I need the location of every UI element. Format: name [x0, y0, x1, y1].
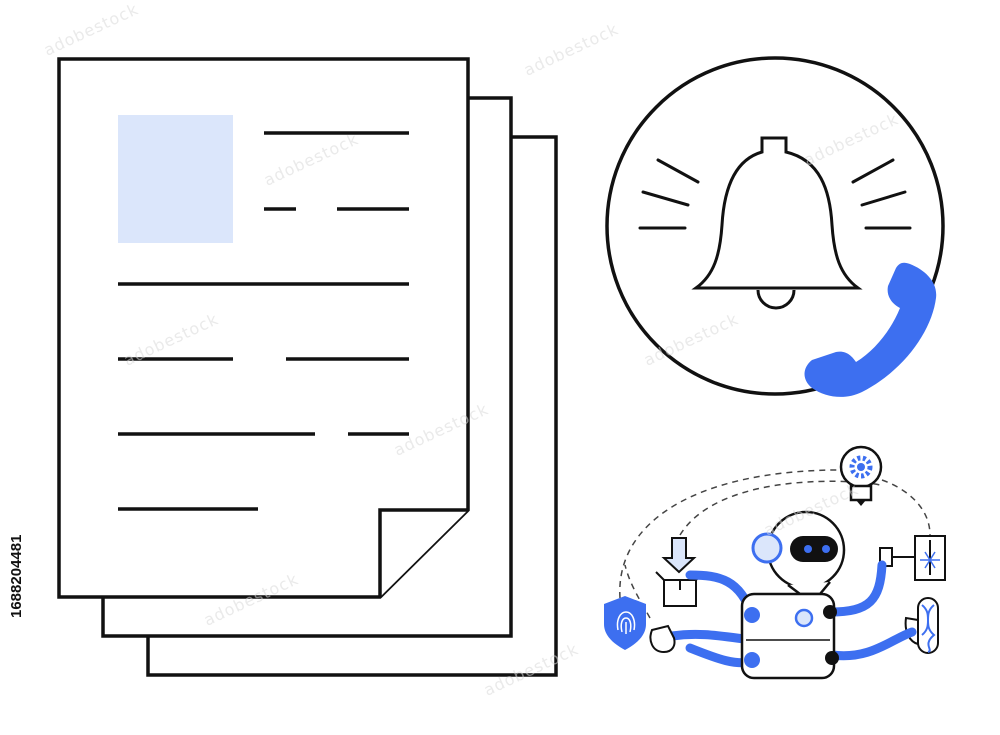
shield-fingerprint-icon [604, 596, 646, 650]
phone-icon [804, 262, 937, 397]
lightbulb-gear-icon [839, 445, 883, 506]
dna-test-tube-icon [904, 597, 939, 654]
bell-ring-lines [638, 158, 912, 230]
stock-id-text: 1688204481 [8, 534, 25, 618]
bell-icon [691, 136, 863, 310]
page-curl [378, 508, 468, 597]
document-text-lines [118, 131, 409, 511]
document-photo-placeholder [118, 115, 233, 243]
robot-arm-upper-right [825, 560, 887, 617]
stock-id-label: 1688204481 [8, 488, 28, 618]
robot-arm-lower-left [667, 629, 757, 645]
microscope-icon [879, 535, 946, 581]
robot-icon [667, 510, 917, 680]
robot-arm-lower-right [827, 627, 917, 661]
robot-hand-left [649, 624, 676, 654]
